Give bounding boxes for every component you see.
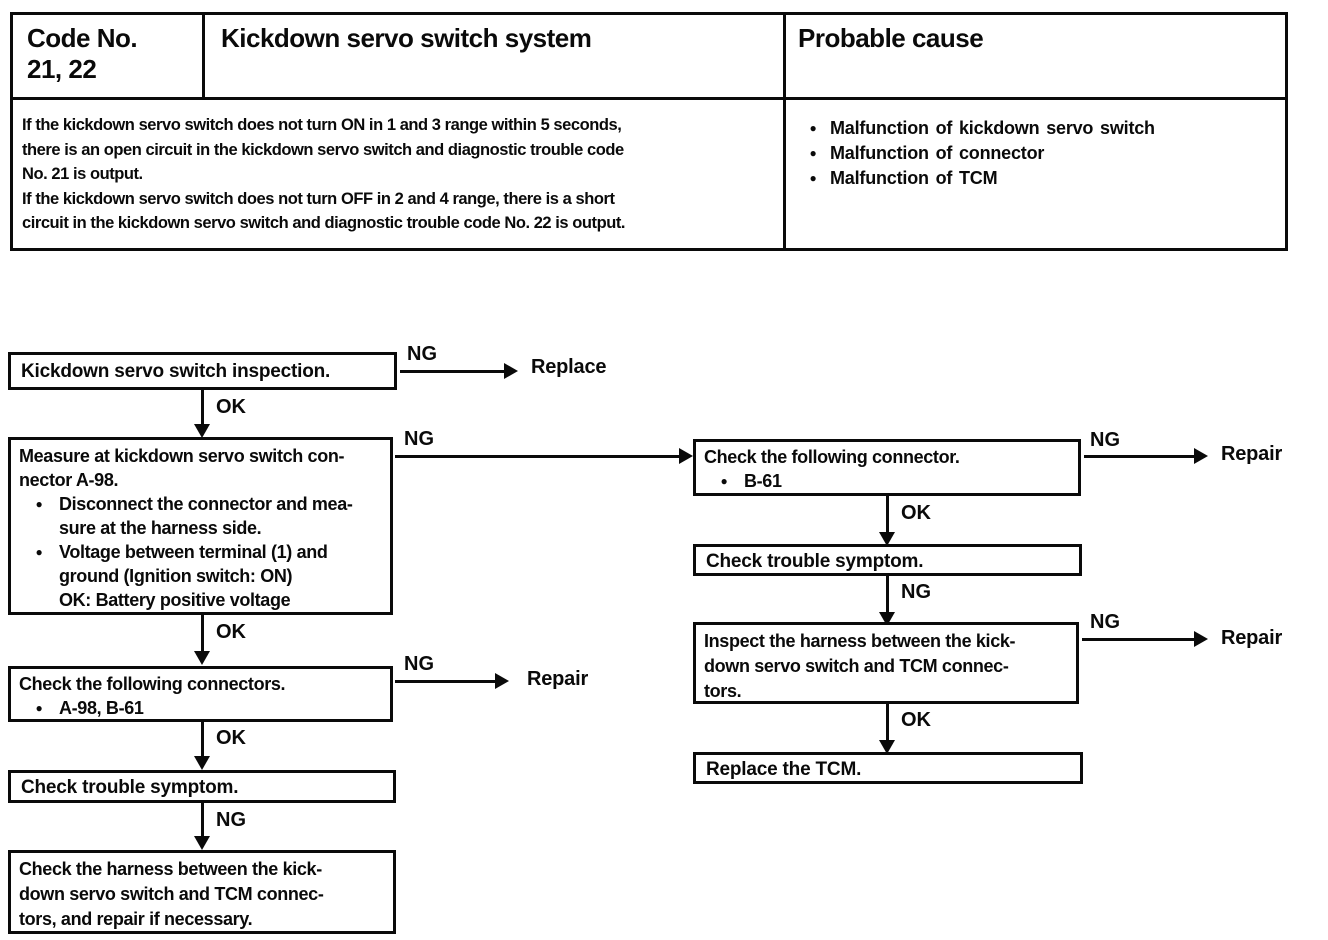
- bullet-text: B-61: [744, 471, 782, 491]
- description-line: If the kickdown servo switch does not tu…: [22, 116, 622, 134]
- flow-step-check-connector: Check the following connector. ● B-61: [693, 439, 1081, 496]
- ok-label: OK: [901, 709, 931, 731]
- flow-step-inspect-harness: Inspect the harness between the kick- do…: [693, 622, 1079, 704]
- arrowhead-right-icon: [1194, 448, 1208, 464]
- repair-action-label: Repair: [527, 668, 589, 690]
- dtc-causes-cell: ● Malfunction of kickdown servo switch ●…: [786, 100, 1285, 251]
- arrowhead-right-icon: [679, 448, 693, 464]
- box-text-line: tors, and repair if necessary.: [19, 909, 253, 929]
- bullet-icon: ●: [35, 545, 43, 559]
- ok-label: OK: [901, 502, 931, 524]
- description-line: No. 21 is output.: [22, 165, 143, 184]
- probable-cause-item: ● Malfunction of TCM: [796, 166, 1285, 191]
- bullet-text-line: Voltage between terminal (1) and: [59, 542, 328, 562]
- arrowhead-down-icon: [194, 836, 210, 850]
- box-text-line: down servo switch and TCM connec-: [704, 656, 1009, 676]
- flow-arrow-line: [201, 390, 204, 426]
- bullet-text-line: sure at the harness side.: [59, 518, 262, 538]
- bullet-text: Voltage between terminal (1) and ground …: [59, 540, 328, 612]
- description-line: there is an open circuit in the kickdown…: [22, 140, 624, 159]
- dtc-system-title: Kickdown servo switch system: [205, 15, 786, 97]
- bullet-text-line: ground (Ignition switch: ON): [59, 566, 293, 586]
- arrowhead-down-icon: [879, 740, 895, 754]
- ng-label: NG: [901, 581, 931, 603]
- ng-label: NG: [404, 428, 434, 450]
- flow-step-check-trouble-symptom: Check trouble symptom.: [693, 544, 1082, 576]
- flow-step-measure-connector: Measure at kickdown servo switch con- ne…: [8, 437, 393, 615]
- box-text-line: tors.: [704, 681, 742, 701]
- dtc-probable-cause-header: Probable cause: [798, 23, 984, 53]
- flow-step-replace-tcm: Replace the TCM.: [693, 752, 1083, 784]
- description-line: If the kickdown servo switch does not tu…: [22, 189, 615, 208]
- bullet-icon: ●: [809, 146, 817, 160]
- arrowhead-down-icon: [194, 424, 210, 438]
- bullet-icon: ●: [809, 121, 817, 135]
- ng-label: NG: [216, 809, 246, 831]
- box-text-line: down servo switch and TCM connec-: [19, 884, 324, 904]
- bullet-text: A-98, B-61: [59, 698, 144, 718]
- box-text-line: Inspect the harness between the kick-: [704, 631, 1016, 651]
- ok-label: OK: [216, 396, 246, 418]
- box-bullet-item: ● A-98, B-61: [19, 696, 390, 720]
- bullet-icon: ●: [720, 474, 728, 488]
- ng-label: NG: [1090, 611, 1120, 633]
- repair-action-label: Repair: [1221, 627, 1283, 649]
- flow-arrow-line: [886, 496, 889, 532]
- bullet-text: Disconnect the connector and mea- sure a…: [59, 492, 353, 540]
- ng-label: NG: [404, 653, 434, 675]
- flow-arrow-line: [201, 722, 204, 756]
- flow-arrow-line: [201, 803, 204, 836]
- description-line: circuit in the kickdown servo switch and…: [22, 214, 626, 233]
- flow-step-check-connectors: Check the following connectors. ● A-98, …: [8, 666, 393, 722]
- flow-arrow-line: [1082, 638, 1194, 641]
- bullet-text-line: OK: Battery positive voltage: [59, 590, 291, 610]
- probable-cause-text: Malfunction of connector: [830, 143, 1045, 163]
- box-bullet-item: ● B-61: [704, 469, 1078, 493]
- box-title-line: Check the following connector.: [704, 447, 960, 467]
- probable-cause-text: Malfunction of kickdown servo switch: [830, 118, 1155, 138]
- flow-arrow-line: [886, 576, 889, 612]
- flow-arrow-line: [886, 704, 889, 740]
- bullet-text-line: Disconnect the connector and mea-: [59, 494, 353, 514]
- arrowhead-right-icon: [495, 673, 509, 689]
- dtc-code-label: Code No.: [27, 23, 138, 53]
- bullet-icon: ●: [35, 701, 43, 715]
- flow-arrow-line: [1084, 455, 1194, 458]
- arrowhead-right-icon: [1194, 631, 1208, 647]
- box-bullet-item: ● Disconnect the connector and mea- sure…: [19, 492, 390, 540]
- flow-arrow-line: [395, 680, 495, 683]
- box-title-line: Measure at kickdown servo switch con-: [19, 446, 345, 466]
- probable-cause-item: ● Malfunction of connector: [796, 141, 1285, 166]
- bullet-icon: ●: [35, 497, 43, 511]
- dtc-description-cell: If the kickdown servo switch does not tu…: [13, 100, 786, 251]
- flow-arrow-line: [395, 455, 679, 458]
- box-title-line: Check the following connectors.: [19, 674, 286, 694]
- arrowhead-down-icon: [194, 651, 210, 665]
- arrowhead-down-icon: [194, 756, 210, 770]
- dtc-table-header-row: Code No. 21, 22 Kickdown servo switch sy…: [13, 15, 1285, 100]
- flow-step-check-trouble-symptom: Check trouble symptom.: [8, 770, 396, 803]
- box-bullet-item: ● Voltage between terminal (1) and groun…: [19, 540, 390, 612]
- flow-arrow-line: [400, 370, 504, 373]
- arrowhead-right-icon: [504, 363, 518, 379]
- ng-label: NG: [407, 343, 437, 365]
- flow-step-inspection: Kickdown servo switch inspection.: [8, 352, 397, 390]
- probable-cause-item: ● Malfunction of kickdown servo switch: [796, 116, 1285, 141]
- replace-action-label: Replace: [531, 356, 607, 378]
- box-text-line: Check the harness between the kick-: [19, 859, 322, 879]
- flow-step-check-harness: Check the harness between the kick- down…: [8, 850, 396, 934]
- box-title-line: nector A-98.: [19, 470, 119, 490]
- ng-label: NG: [1090, 429, 1120, 451]
- repair-action-label: Repair: [1221, 443, 1283, 465]
- dtc-code-value: 21, 22: [27, 54, 97, 84]
- bullet-icon: ●: [809, 171, 817, 185]
- dtc-table: Code No. 21, 22 Kickdown servo switch sy…: [10, 12, 1288, 251]
- ok-label: OK: [216, 727, 246, 749]
- ok-label: OK: [216, 621, 246, 643]
- dtc-table-body-row: If the kickdown servo switch does not tu…: [13, 100, 1285, 251]
- flow-arrow-line: [201, 615, 204, 651]
- dtc-code-cell: Code No. 21, 22: [13, 15, 205, 97]
- probable-cause-text: Malfunction of TCM: [830, 168, 998, 188]
- arrowhead-down-icon: [879, 532, 895, 546]
